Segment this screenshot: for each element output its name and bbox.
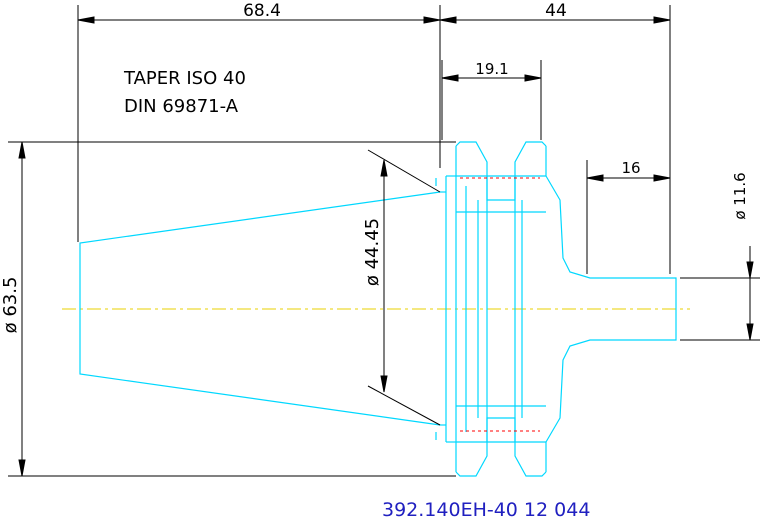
- dim-taper-diameter: ø 44.45: [362, 218, 383, 286]
- dim-taper-length: 68.4: [243, 1, 281, 21]
- taper-note-line1: TAPER ISO 40: [123, 68, 246, 89]
- shank: [545, 175, 677, 443]
- taper-outline: [79, 191, 441, 426]
- dim-shank-diameter: ø 11.6: [731, 172, 749, 219]
- dim-flange-diameter: ø 63.5: [0, 277, 21, 334]
- dim-shank-length: 16: [621, 159, 640, 177]
- toolholder-outline: [79, 141, 677, 477]
- dim-flange-width: 19.1: [475, 60, 508, 78]
- taper-note-line2: DIN 69871-A: [124, 96, 239, 117]
- flange: [445, 141, 547, 477]
- part-number: 392.140EH-40 12 044: [382, 499, 590, 521]
- dim-overall-right: 44: [545, 1, 567, 21]
- dimension-lines: [8, 5, 760, 477]
